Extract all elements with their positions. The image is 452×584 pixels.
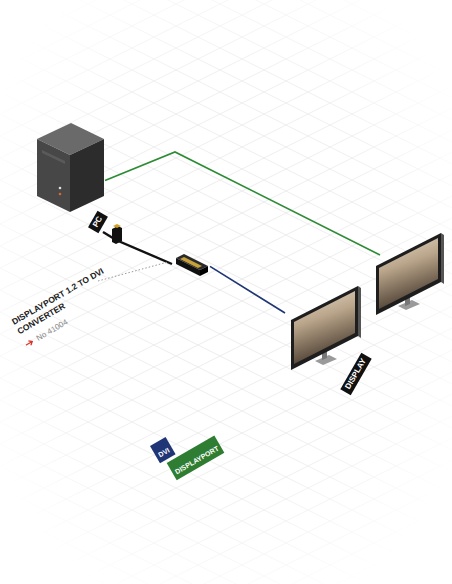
pc-node: PC [35,120,105,232]
converter-node: DISPLAYPORT 1.2 TO DVI CONVERTERNo 41004 [172,252,210,276]
cable [210,266,285,313]
device-label: DISPLAY [340,353,371,395]
displayport-plug [112,224,122,244]
cable [105,152,380,255]
legend-text: DVI [157,446,171,458]
monitor [291,286,361,370]
monitor [376,233,444,315]
leader-line [98,262,168,281]
device-label: PC [88,211,108,234]
dvi-connector [176,254,208,276]
display-node: DISPLAY [285,255,445,395]
pc-tower [37,123,104,212]
